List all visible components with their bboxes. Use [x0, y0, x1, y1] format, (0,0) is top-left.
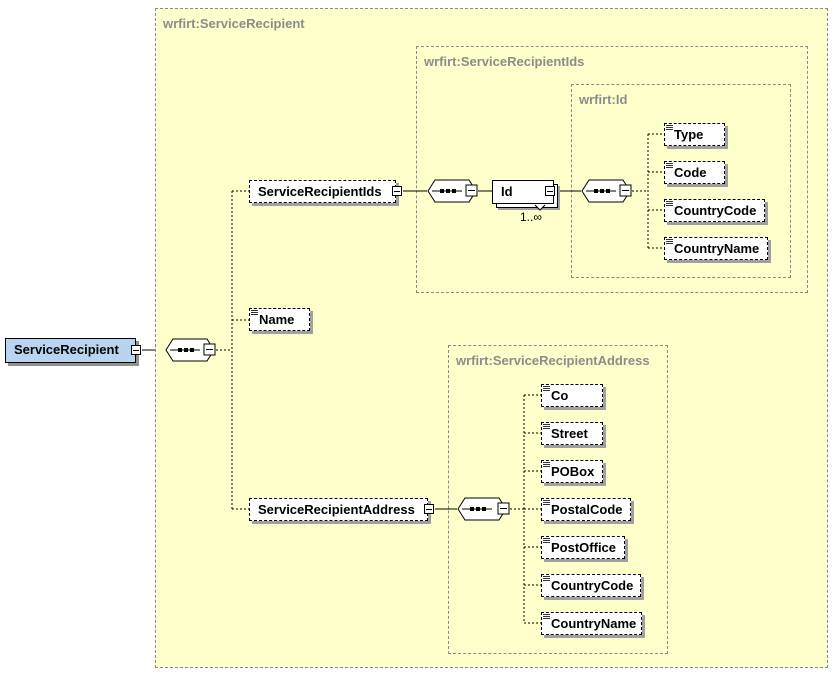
text-content-icon	[543, 576, 550, 584]
element-post-office-label: PostOffice	[551, 540, 617, 555]
type-label-service-recipient-address: wrfirt:ServiceRecipientAddress	[456, 353, 650, 368]
element-name-label: Name	[259, 312, 295, 327]
element-service-recipient-address[interactable]: ServiceRecipientAddress	[249, 498, 428, 521]
element-address-country-code-label: CountryCode	[551, 578, 634, 593]
id-collapse-icon[interactable]	[545, 186, 555, 196]
element-country-code-label: CountryCode	[674, 203, 757, 218]
text-content-icon	[543, 424, 550, 432]
type-label-service-recipient-ids: wrfirt:ServiceRecipientIds	[424, 54, 585, 69]
sequence-compositor-icon[interactable]	[165, 338, 217, 364]
text-content-icon	[543, 538, 550, 546]
element-postal-code[interactable]: PostalCode	[541, 498, 631, 521]
element-country-name-label: CountryName	[674, 241, 760, 256]
text-content-icon	[666, 201, 673, 209]
type-label-service-recipient: wrfirt:ServiceRecipient	[163, 16, 305, 31]
element-service-recipient-address-label: ServiceRecipientAddress	[258, 502, 415, 517]
text-content-icon	[666, 125, 673, 133]
id-occurrence-label: 1..∞	[520, 210, 542, 224]
element-street-label: Street	[551, 426, 588, 441]
element-name[interactable]: Name	[249, 308, 310, 331]
text-content-icon	[251, 310, 258, 318]
address-sequence-compositor-icon[interactable]	[457, 497, 511, 523]
element-service-recipient-ids[interactable]: ServiceRecipientIds	[249, 180, 396, 203]
text-content-icon	[543, 614, 550, 622]
text-content-icon	[543, 386, 550, 394]
element-address-country-code[interactable]: CountryCode	[541, 574, 641, 597]
text-content-icon	[666, 239, 673, 247]
element-pobox-label: POBox	[551, 464, 595, 479]
element-type-label: Type	[674, 127, 704, 142]
id-sequence-compositor-icon[interactable]	[581, 179, 633, 205]
element-address-country-name[interactable]: CountryName	[541, 612, 642, 635]
element-street[interactable]: Street	[541, 422, 603, 445]
element-co-label: Co	[551, 388, 569, 403]
occurs-marker-icon	[534, 204, 546, 211]
element-address-country-name-label: CountryName	[551, 616, 637, 631]
element-service-recipient-ids-label: ServiceRecipientIds	[258, 184, 382, 199]
element-code[interactable]: Code	[664, 161, 725, 184]
root-element-label: ServiceRecipient	[14, 342, 119, 357]
element-id[interactable]: Id	[492, 180, 554, 204]
root-element-service-recipient[interactable]: ServiceRecipient	[5, 338, 136, 363]
element-country-code[interactable]: CountryCode	[664, 199, 765, 222]
element-country-name[interactable]: CountryName	[664, 237, 768, 260]
element-id-label: Id	[501, 184, 513, 199]
text-content-icon	[666, 163, 673, 171]
service-recipient-address-collapse-icon[interactable]	[424, 504, 434, 514]
element-type[interactable]: Type	[664, 123, 725, 146]
ids-sequence-compositor-icon[interactable]	[427, 179, 479, 205]
element-postal-code-label: PostalCode	[551, 502, 623, 517]
element-code-label: Code	[674, 165, 707, 180]
element-pobox[interactable]: POBox	[541, 460, 603, 483]
text-content-icon	[543, 462, 550, 470]
type-label-id: wrfirt:Id	[579, 92, 628, 107]
root-collapse-icon[interactable]	[131, 345, 141, 355]
element-post-office[interactable]: PostOffice	[541, 536, 625, 559]
text-content-icon	[543, 500, 550, 508]
element-co[interactable]: Co	[541, 384, 603, 407]
service-recipient-ids-collapse-icon[interactable]	[392, 186, 402, 196]
